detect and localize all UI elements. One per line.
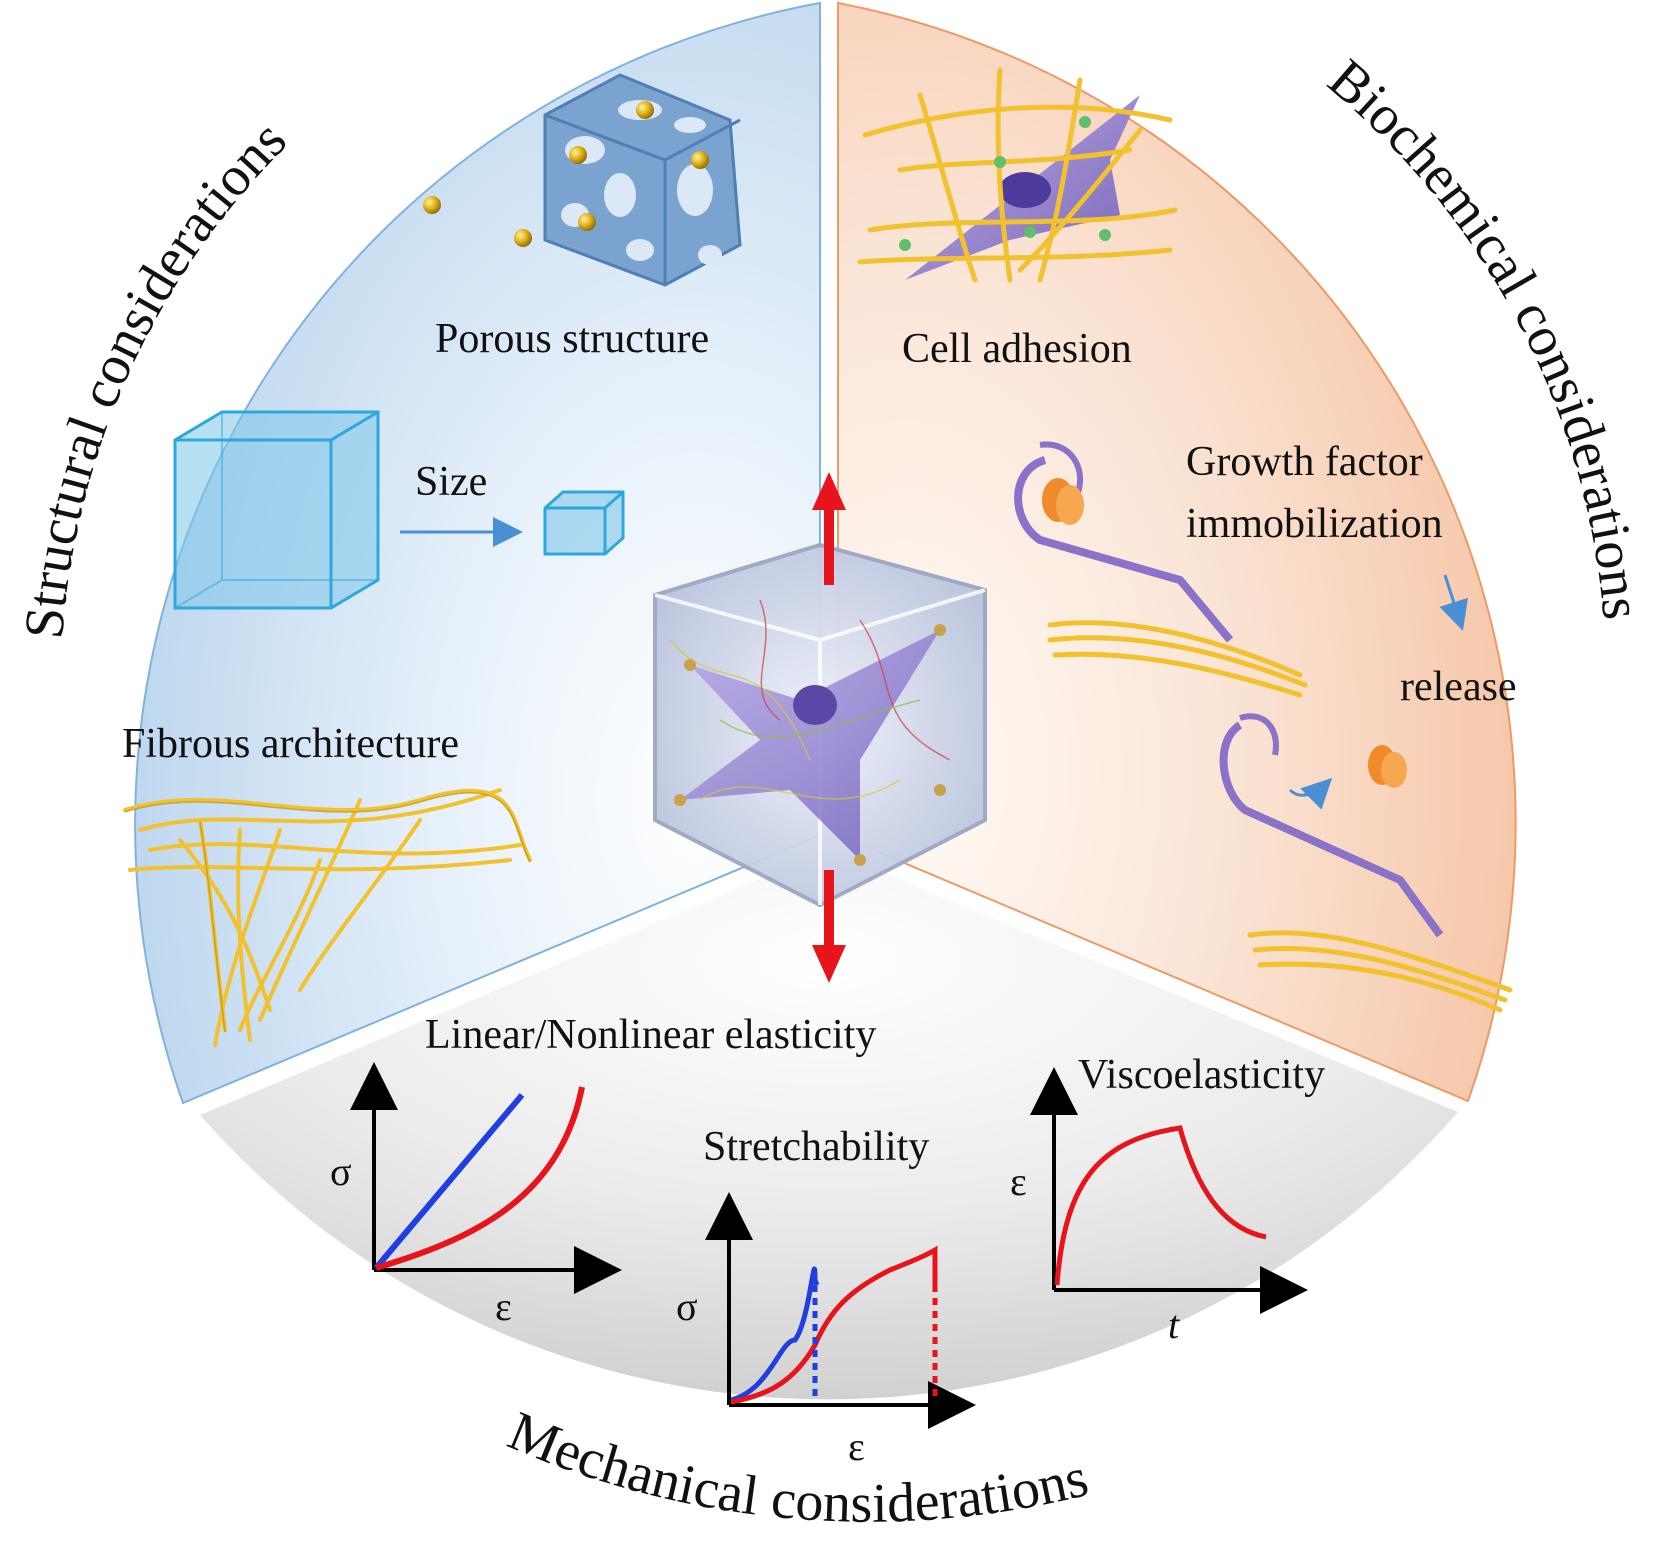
growth-factor-bound-illustration (1014, 441, 1308, 698)
release-arrow (1439, 574, 1469, 631)
growth-factor-release-illustration (1219, 713, 1513, 1013)
release-label: release (1400, 664, 1517, 710)
growth-factor-label-line2: immobilization (1186, 501, 1443, 547)
viscoelasticity-label: Viscoelasticity (1078, 1052, 1325, 1098)
central-hydrogel-cube (653, 542, 987, 908)
porous-structure-label: Porous structure (435, 316, 709, 362)
cell-adhesion-illustration (857, 67, 1178, 283)
porous-scaffold-illustration (543, 73, 742, 287)
stretchable-curve (730, 1245, 938, 1405)
tension-arrow-up (812, 472, 846, 585)
stretchability-plot: σ ε (676, 1192, 976, 1469)
growth-factor-label-line1: Growth factor (1186, 439, 1423, 485)
stretch-y-symbol: σ (676, 1284, 698, 1329)
nonlinear-curve (375, 1086, 585, 1271)
stretchability-label: Stretchability (703, 1124, 929, 1170)
elasticity-plot: σ ε (330, 1062, 622, 1329)
linear-curve (373, 1093, 525, 1270)
small-cube-illustration (543, 490, 625, 556)
elasticity-label: Linear/Nonlinear elasticity (425, 1012, 876, 1058)
visco-x-symbol: t (1168, 1302, 1180, 1347)
particle-balls (423, 101, 709, 247)
elasticity-y-symbol: σ (330, 1149, 352, 1194)
brittle-curve (730, 1266, 820, 1403)
stretch-x-symbol: ε (848, 1424, 865, 1469)
size-label: Size (415, 459, 487, 505)
visco-y-symbol: ε (1010, 1159, 1027, 1204)
cell-adhesion-label: Cell adhesion (902, 326, 1132, 372)
elasticity-x-symbol: ε (495, 1284, 512, 1329)
mechanical-sector (200, 850, 1458, 1400)
creep-recovery-curve (1054, 1125, 1267, 1286)
tension-arrow-down (812, 870, 846, 983)
large-cube-illustration (173, 410, 380, 610)
viscoelasticity-plot: ε t (1010, 1067, 1308, 1347)
mechanical-title: Mechanical considerations (500, 1400, 1094, 1535)
fibrous-architecture-label: Fibrous architecture (122, 721, 459, 767)
